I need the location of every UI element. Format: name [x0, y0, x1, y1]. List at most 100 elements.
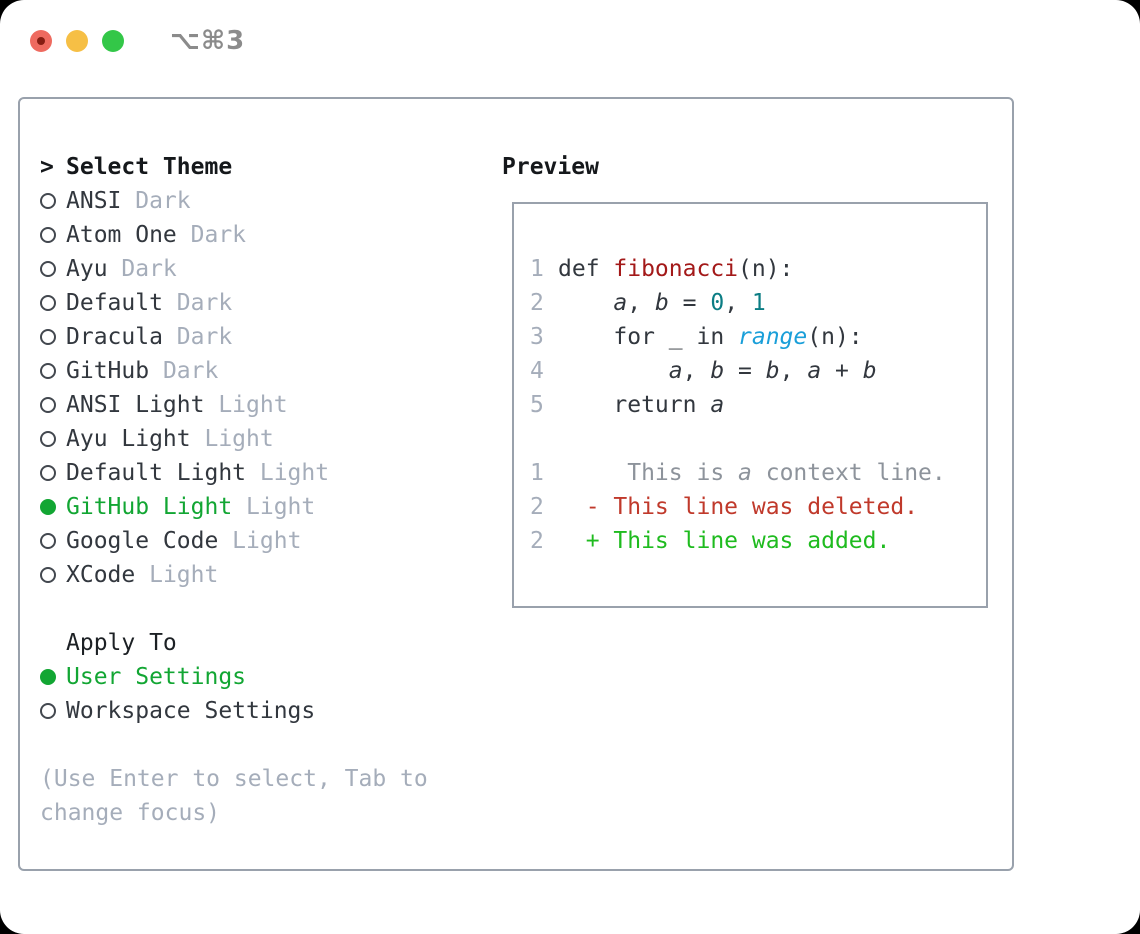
- theme-option[interactable]: Atom One Dark: [40, 218, 470, 252]
- theme-option[interactable]: Dracula Dark: [40, 320, 470, 354]
- preview-label: Preview: [502, 154, 599, 180]
- radio-icon: [40, 329, 66, 345]
- theme-option[interactable]: ANSI Light Light: [40, 388, 470, 422]
- code-token: [558, 290, 613, 316]
- option-name: GitHub: [66, 358, 150, 384]
- option-name: Ayu: [66, 256, 108, 282]
- radio-icon: [40, 431, 66, 447]
- line-number: 2: [530, 290, 544, 316]
- select-theme-label: Select Theme: [66, 154, 233, 180]
- code-token: context line.: [751, 460, 946, 486]
- added-line: 2 + This line was added.: [530, 524, 986, 558]
- code-token: ,: [724, 290, 752, 316]
- zoom-button[interactable]: [102, 30, 124, 52]
- radio-unselected-icon: [40, 465, 56, 481]
- code-token: + This line was added.: [558, 528, 891, 554]
- theme-option[interactable]: Default Light Light: [40, 456, 470, 490]
- theme-option[interactable]: XCode Light: [40, 558, 470, 592]
- radio-unselected-icon: [40, 567, 56, 583]
- radio-icon: [40, 465, 66, 481]
- option-name: Default Light: [66, 460, 247, 486]
- theme-variant: Dark: [162, 290, 233, 316]
- radio-unselected-icon: [40, 295, 56, 311]
- code-token: ,: [627, 290, 655, 316]
- title-bar: ⌥⌘3: [30, 26, 245, 56]
- radio-icon: [40, 261, 66, 277]
- code-token: =: [668, 290, 711, 316]
- radio-icon: [40, 363, 66, 379]
- radio-unselected-icon: [40, 431, 56, 447]
- window-title: ⌥⌘3: [170, 26, 246, 56]
- line-number: 1: [530, 256, 544, 282]
- theme-option[interactable]: Ayu Light Light: [40, 422, 470, 456]
- code-token: b: [765, 358, 780, 384]
- radio-icon: [40, 193, 66, 209]
- apply-to-option[interactable]: User Settings: [40, 660, 470, 694]
- option-name: Default: [66, 290, 163, 316]
- radio-selected-icon: [40, 669, 56, 685]
- code-token: b: [710, 358, 725, 384]
- apply-to-option[interactable]: Workspace Settings: [40, 694, 470, 728]
- radio-icon: [40, 397, 66, 413]
- line-number: 4: [530, 358, 544, 384]
- select-theme-header: > Select Theme: [40, 150, 470, 184]
- option-name: Dracula: [66, 324, 163, 350]
- code-token: +: [821, 358, 863, 384]
- radio-icon: [40, 567, 66, 583]
- line-number: 1: [530, 460, 544, 486]
- theme-option[interactable]: Default Dark: [40, 286, 470, 320]
- theme-option[interactable]: Google Code Light: [40, 524, 470, 558]
- code-token: a: [668, 358, 683, 384]
- option-name: User Settings: [66, 664, 247, 690]
- radio-unselected-icon: [40, 261, 56, 277]
- code-token: range: [738, 324, 808, 350]
- radio-unselected-icon: [40, 397, 56, 413]
- code-line: 3 for _ in range(n):: [530, 320, 986, 354]
- radio-icon: [40, 703, 66, 719]
- code-token: b: [862, 358, 877, 384]
- code-token: 0: [710, 290, 725, 316]
- code-token: b: [654, 290, 669, 316]
- radio-icon: [40, 499, 66, 515]
- theme-variant: Dark: [121, 188, 191, 214]
- theme-variant: Light: [135, 562, 219, 588]
- code-token: a: [710, 392, 725, 418]
- code-token: for _ in: [558, 324, 739, 350]
- code-line: 2 a, b = 0, 1: [530, 286, 986, 320]
- code-token: return: [558, 392, 711, 418]
- theme-option[interactable]: GitHub Light Light: [40, 490, 470, 524]
- code-token: ,: [779, 358, 808, 384]
- code-token: fibonacci: [613, 256, 739, 282]
- close-button[interactable]: [30, 30, 52, 52]
- deleted-line: 2 - This line was deleted.: [530, 490, 986, 524]
- radio-icon: [40, 533, 66, 549]
- theme-variant: Light: [204, 392, 288, 418]
- code-token: def: [558, 256, 614, 282]
- minimize-button[interactable]: [66, 30, 88, 52]
- theme-option[interactable]: Ayu Dark: [40, 252, 470, 286]
- option-name: Ayu Light: [66, 426, 191, 452]
- code-token: 1: [751, 290, 766, 316]
- focus-caret-icon: >: [40, 154, 54, 180]
- code-token: ,: [682, 358, 711, 384]
- option-name: Workspace Settings: [66, 698, 316, 724]
- code-token: [558, 358, 669, 384]
- keyboard-hint: (Use Enter to select, Tab to change focu…: [40, 766, 428, 826]
- blank-line: [530, 422, 986, 456]
- option-name: GitHub Light: [66, 494, 233, 520]
- line-number: 2: [530, 528, 544, 554]
- radio-icon: [40, 669, 66, 685]
- theme-variant: Dark: [162, 324, 233, 350]
- code-line: 5 return a: [530, 388, 986, 422]
- option-name: ANSI: [66, 188, 122, 214]
- line-number: 2: [530, 494, 544, 520]
- theme-option[interactable]: GitHub Dark: [40, 354, 470, 388]
- theme-variant: Light: [246, 460, 330, 486]
- theme-option[interactable]: ANSI Dark: [40, 184, 470, 218]
